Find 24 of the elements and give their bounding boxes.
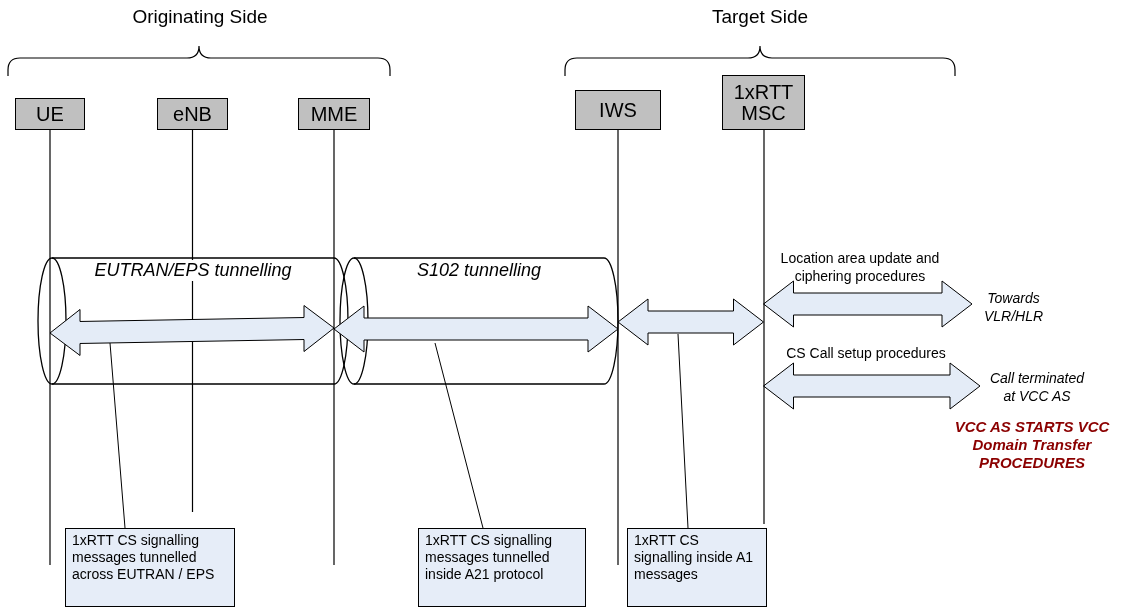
side-heading: Originating Side xyxy=(131,6,269,28)
block-arrow xyxy=(617,298,764,346)
tunnel-label: EUTRAN/EPS tunnelling xyxy=(92,260,294,281)
edge-label: CS Call setup procedures xyxy=(786,345,946,361)
block-arrow xyxy=(333,305,619,353)
callout-box: 1xRTT CS signalling messages tunnelled across EUTRAN / EPS xyxy=(65,528,235,607)
entity-box: 1xRTT MSC xyxy=(722,75,805,130)
entity-box: eNB xyxy=(157,98,228,130)
tunnel-label: S102 tunnelling xyxy=(414,260,544,281)
entity-box: UE xyxy=(15,98,85,130)
endpoint-label: Call terminated at VCC AS xyxy=(984,370,1090,414)
callout-box: 1xRTT CS signalling inside A1 messages xyxy=(627,528,767,607)
leader-line xyxy=(434,342,484,529)
callout-box: 1xRTT CS signalling messages tunnelled inside A21 protocol xyxy=(418,528,586,607)
leader-line xyxy=(677,333,689,529)
entity-box: IWS xyxy=(575,90,661,130)
leader-line xyxy=(109,342,126,529)
block-arrow xyxy=(763,280,973,328)
entity-box: MME xyxy=(298,98,370,130)
side-heading: Target Side xyxy=(710,6,810,28)
note-text: VCC AS STARTS VCC Domain Transfer PROCEDURES xyxy=(953,418,1111,472)
block-arrow xyxy=(49,305,335,356)
block-arrow xyxy=(763,362,981,410)
endpoint-label: Towards VLR/HLR xyxy=(976,290,1051,334)
